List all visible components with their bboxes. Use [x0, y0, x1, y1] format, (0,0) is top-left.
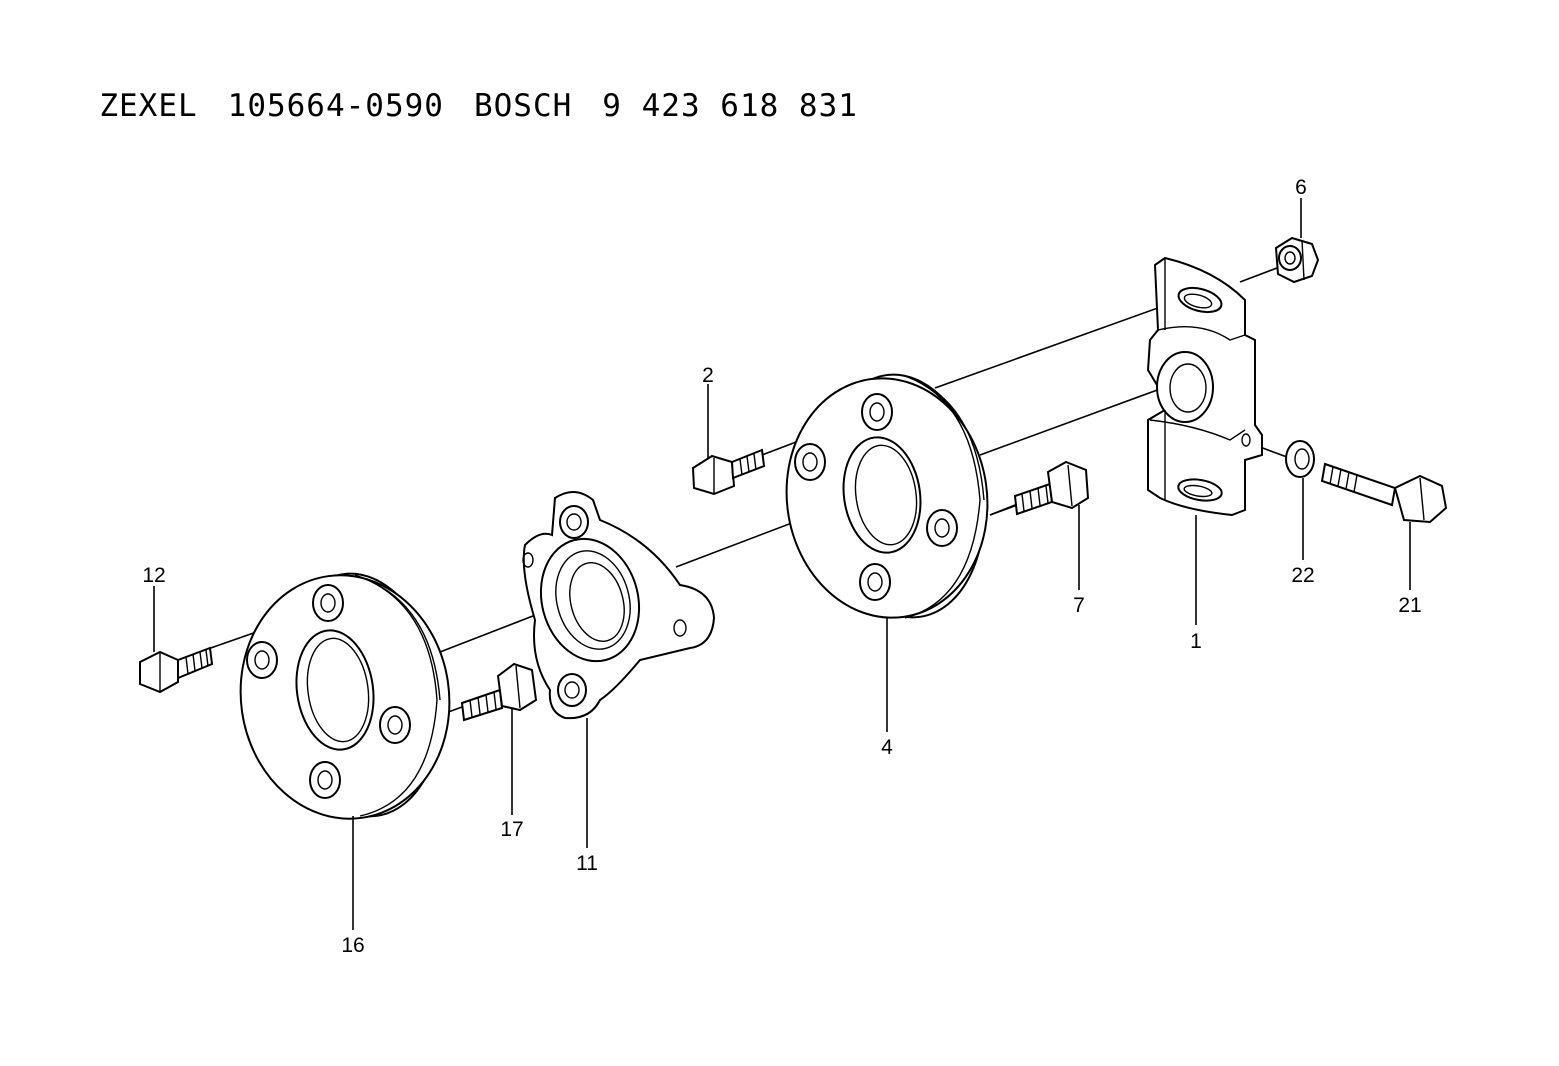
callout-16: 16 [341, 934, 364, 957]
callout-17: 17 [500, 818, 523, 841]
part-1-clamp-yoke [1146, 256, 1263, 517]
part-11-coupling-hub [522, 491, 716, 720]
callout-4: 4 [881, 736, 893, 759]
callout-2: 2 [702, 364, 714, 387]
callout-7: 7 [1073, 594, 1085, 617]
part-12-hex-bolt [139, 646, 214, 694]
drawing-title: ZEXEL 105664-0590 BOSCH 9 423 618 831 [60, 52, 858, 124]
callout-labels: 6 2 12 7 1 22 21 4 17 11 16 [142, 176, 1421, 957]
part-22-washer [1285, 440, 1315, 478]
brand-zexel: ZEXEL [99, 88, 198, 124]
part-17-bolt [460, 662, 538, 722]
brand-bosch: BOSCH [473, 88, 573, 124]
callout-12: 12 [142, 564, 165, 587]
bosch-part-number: 9 423 618 831 [602, 88, 858, 124]
part-7-bolt [1013, 460, 1090, 516]
callout-1: 1 [1190, 630, 1202, 653]
callout-22: 22 [1291, 564, 1314, 587]
part-4-flange-disc [785, 373, 989, 619]
callout-leaders [153, 198, 1411, 930]
part-21-hex-bolt [1320, 462, 1448, 524]
part-6-hex-nut [1274, 236, 1320, 284]
callout-21: 21 [1398, 594, 1421, 617]
zexel-part-number: 105664-0590 [227, 88, 444, 124]
part-2-hex-bolt [691, 448, 766, 496]
callout-6: 6 [1295, 176, 1307, 199]
part-16-flange-disc [239, 572, 451, 820]
callout-11: 11 [576, 852, 598, 875]
